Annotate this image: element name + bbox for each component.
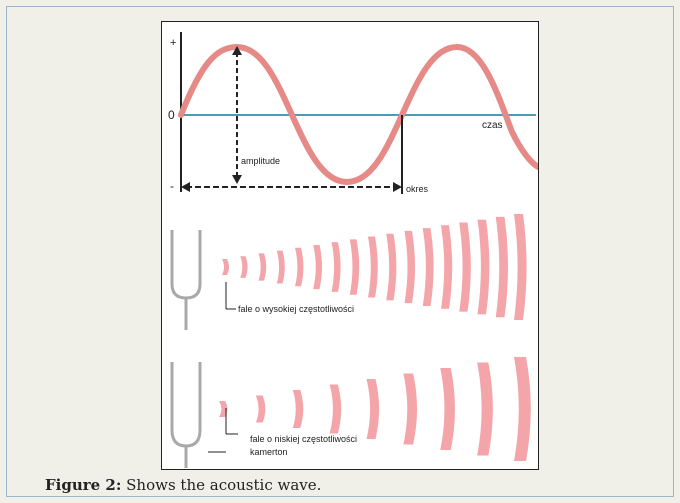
- amplitude-label: amplitude: [241, 156, 280, 166]
- wave-band: [219, 401, 228, 417]
- acoustic-wave-diagram: + 0 - czas amplitude okres fale o wysoki…: [168, 32, 538, 468]
- wave-band: [331, 242, 341, 292]
- wave-band: [441, 225, 453, 309]
- wave-band: [240, 256, 248, 278]
- wave-band: [403, 373, 418, 445]
- wave-band: [459, 222, 471, 312]
- sine-wave: [178, 43, 538, 186]
- wave-band: [440, 368, 455, 450]
- low-frequency-label: fale o niskiej częstotliwości: [250, 434, 357, 444]
- caption-label: Figure 2:: [45, 476, 122, 494]
- figure-panel: + 0 - czas amplitude okres fale o wysoki…: [6, 6, 674, 497]
- wave-band: [329, 384, 342, 434]
- kamerton-icon: [170, 362, 202, 468]
- time-axis-label: czas: [482, 120, 503, 131]
- wave-band: [258, 253, 267, 281]
- wave-band: [295, 247, 304, 287]
- wave-band: [313, 244, 322, 290]
- wave-band: [255, 395, 266, 423]
- wave-band: [514, 357, 531, 461]
- wave-band: [514, 214, 527, 320]
- wave-band: [292, 390, 304, 428]
- wave-band: [366, 379, 380, 439]
- period-arrowhead-right: [393, 182, 402, 192]
- wave-band: [495, 216, 508, 318]
- axis-plus-label: +: [170, 37, 176, 49]
- amplitude-arrowhead-bottom: [232, 175, 242, 184]
- wave-band: [404, 230, 415, 304]
- figure-caption: Figure 2: Shows the acoustic wave.: [45, 476, 321, 494]
- caption-text: Shows the acoustic wave.: [121, 476, 322, 494]
- high-frequency-label: fale o wysokiej częstotliwości: [238, 304, 354, 314]
- period-label: okres: [406, 184, 429, 194]
- wave-band: [276, 250, 285, 284]
- period-arrowhead-left: [181, 182, 190, 192]
- tuning-fork-icon: [170, 230, 202, 330]
- amplitude-arrowhead-top: [232, 46, 242, 55]
- axis-zero-label: 0: [168, 108, 175, 122]
- wave-band: [477, 362, 493, 456]
- axis-minus-label: -: [170, 179, 174, 193]
- wave-band: [422, 228, 434, 306]
- acoustic-wave-figure: + 0 - czas amplitude okres fale o wysoki…: [161, 21, 539, 470]
- kamerton-label: kamerton: [250, 447, 288, 457]
- wave-band: [222, 259, 229, 275]
- wave-band: [386, 233, 397, 301]
- wave-band: [349, 239, 360, 295]
- low-frequency-waves: [219, 357, 531, 461]
- wave-band: [477, 219, 490, 315]
- wave-band: [368, 236, 378, 298]
- high-frequency-waves: [222, 214, 527, 320]
